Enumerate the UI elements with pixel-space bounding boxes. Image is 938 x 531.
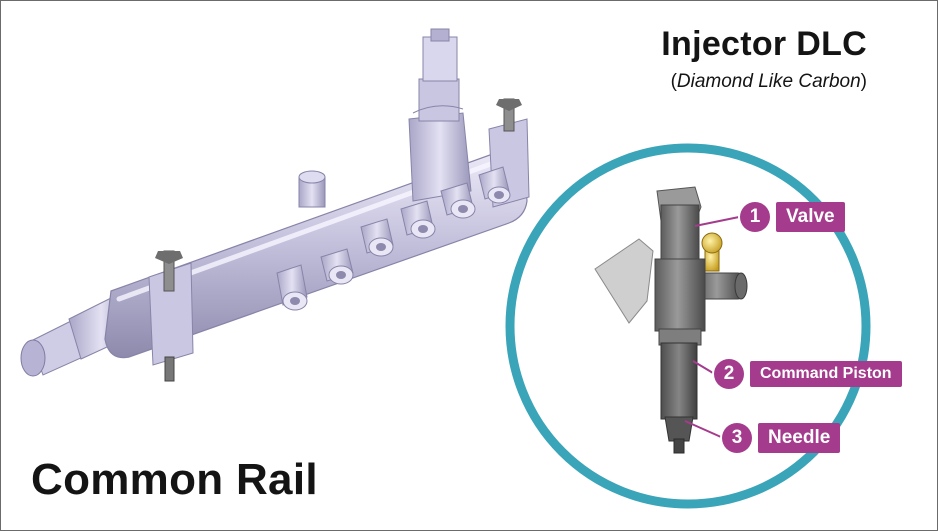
callout-needle: 3 Needle — [722, 423, 841, 453]
callout-label: Needle — [758, 423, 841, 453]
leader-line-2 — [692, 360, 714, 374]
injector-title: Injector DLC — [661, 25, 867, 63]
common-rail-drawing — [20, 28, 530, 382]
rail-left-bracket — [148, 250, 194, 382]
subtitle-italic: Diamond Like Carbon — [676, 71, 861, 92]
callout-number-badge: 2 — [714, 359, 744, 389]
rail-outlet-ports — [276, 166, 511, 311]
callout-valve: 1 Valve — [740, 202, 845, 232]
injector-detail-circle — [505, 143, 871, 509]
callout-number-badge: 1 — [740, 202, 770, 232]
callout-label: Valve — [776, 202, 845, 232]
callout-command-piston: 2 Command Piston — [714, 359, 902, 389]
injector-subtitle: (Diamond Like Carbon) — [670, 71, 867, 92]
callout-number-badge: 3 — [722, 423, 752, 453]
leader-line-3 — [684, 420, 722, 438]
rail-pressure-sensor — [408, 28, 472, 202]
common-rail-caption: Common Rail — [31, 455, 318, 504]
injector-drawing — [594, 186, 748, 454]
leader-line-1 — [694, 216, 740, 227]
callout-label: Command Piston — [750, 361, 902, 387]
rail-top-port — [298, 170, 326, 208]
